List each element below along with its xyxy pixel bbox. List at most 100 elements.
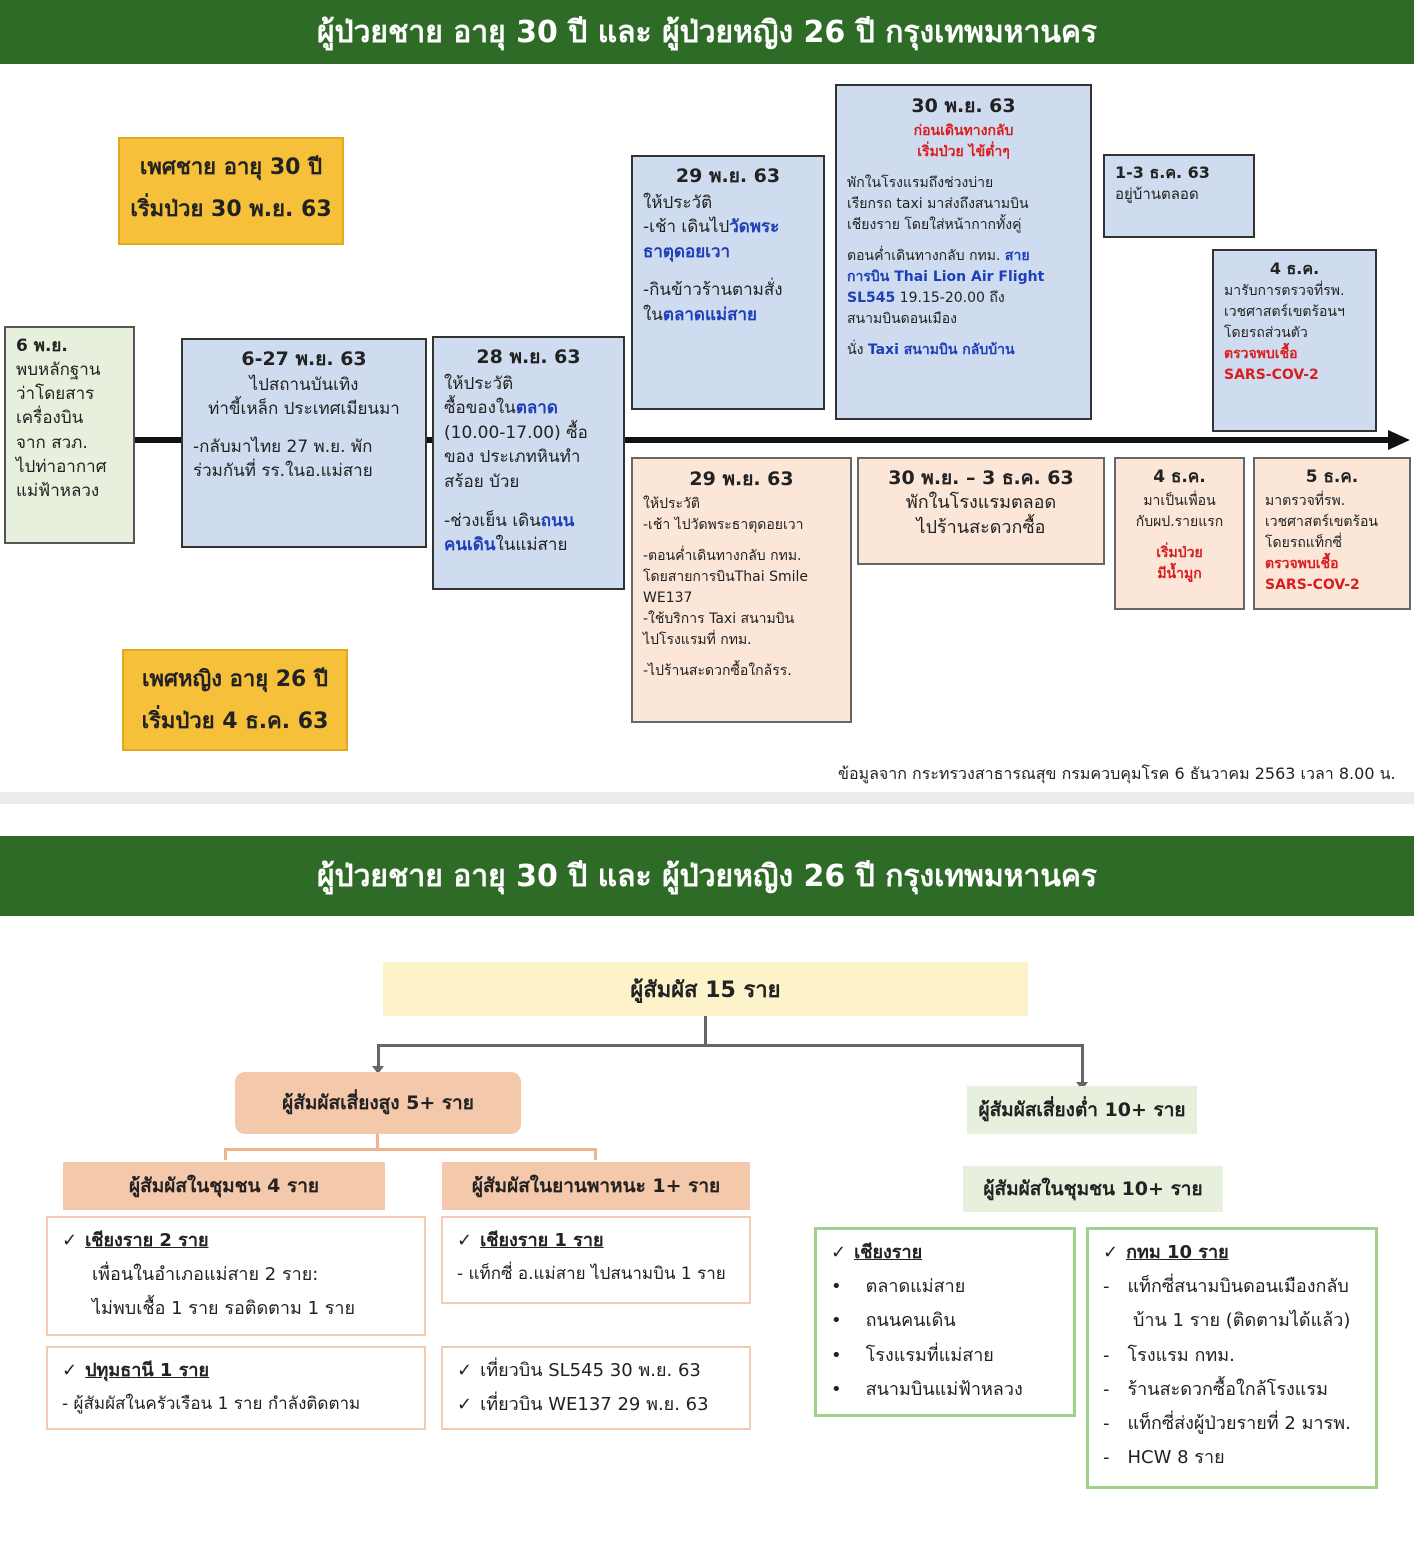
place-item: สนามบินแม่ฟ้าหลวง xyxy=(865,1378,1023,1400)
event-line: ไปโรงแรมที่ กทม. xyxy=(643,631,752,648)
female-tag-line1: เพศหญิง อายุ 26 ปี xyxy=(142,667,328,692)
event-6-nov-line: พบหลักฐาน xyxy=(16,360,101,381)
event-line: ร่วมกันที่ รร.ในอ.แม่สาย xyxy=(193,461,373,482)
low-risk-box: ผู้สัมผัสเสี่ยงต่ำ 10+ ราย xyxy=(967,1086,1197,1134)
event-alert: เริ่มป่วย xyxy=(1156,544,1203,561)
chiangrai-2-box: ✓เชียงราย 2 ราย เพื่อนในอำเภอแม่สาย 2 รา… xyxy=(46,1216,426,1336)
timeline-axis xyxy=(130,437,1392,443)
event-highlight: ถนน xyxy=(540,510,575,531)
event-highlight: การบิน Thai Lion Air Flight xyxy=(847,268,1045,285)
contact-line: - ผู้สัมผัสในครัวเรือน 1 ราย กำลังติดตาม xyxy=(62,1394,361,1415)
event-line: (10.00-17.00) ซื้อ xyxy=(444,422,588,443)
place-item: HCW 8 ราย xyxy=(1127,1447,1225,1469)
event-6-nov-line: แม่ฟ้าหลวง xyxy=(16,480,100,501)
event-line: -ไปร้านสะดวกซื้อใกล้รร. xyxy=(643,662,792,679)
timeline-arrowhead xyxy=(1388,430,1410,450)
event-line: -กินข้าวร้านตามสั่ง xyxy=(643,280,783,301)
male-patient-tag: เพศชาย อายุ 30 ปี เริ่มป่วย 30 พ.ย. 63 xyxy=(118,137,344,245)
event-6-nov-title: 6 พ.ย. xyxy=(16,336,68,356)
event-line: ให้ประวัติ xyxy=(444,373,514,394)
event-6-nov: 6 พ.ย. พบหลักฐาน ว่าโดยสาร เครื่องบิน จา… xyxy=(4,326,135,544)
community-4-box: ผู้สัมผัสในชุมชน 4 ราย xyxy=(63,1162,385,1210)
place-item: ตลาดแม่สาย xyxy=(865,1276,966,1298)
connector xyxy=(1081,1044,1084,1086)
event-29-nov-upper: 29 พ.ย. 63 ให้ประวัติ -เช้า เดินไปวัดพระ… xyxy=(631,155,825,410)
total-contacts-box: ผู้สัมผัส 15 ราย xyxy=(383,962,1028,1016)
event-title: 5 ธ.ค. xyxy=(1305,467,1359,487)
connector xyxy=(376,1134,379,1150)
place-item: โรงแรมที่แม่สาย xyxy=(865,1344,994,1366)
event-title: 29 พ.ย. 63 xyxy=(689,468,794,490)
event-4-dec-lower: 4 ธ.ค. มาเป็นเพื่อน กับผป.รายแรก เริ่มป่… xyxy=(1114,457,1245,610)
event-alert: SARS-COV-2 xyxy=(1265,576,1360,593)
event-6-nov-line: ไปท่าอากาศ xyxy=(16,456,107,477)
event-6-27-nov: 6-27 พ.ย. 63 ไปสถานบันเทิง ท่าขี้เหล็ก ป… xyxy=(181,338,427,548)
check-icon: ✓ xyxy=(62,1230,78,1251)
male-tag-line1: เพศชาย อายุ 30 ปี xyxy=(139,155,323,180)
event-line: พักในโรงแรมถึงช่วงบ่าย xyxy=(847,174,994,191)
event-title: 1-3 ธ.ค. 63 xyxy=(1115,163,1210,182)
contact-line: เพื่อนในอำเภอแม่สาย 2 ราย: xyxy=(92,1264,319,1286)
arrow-tip xyxy=(372,1066,384,1074)
connector xyxy=(224,1148,227,1160)
chiangrai-community-box: ✓เชียงราย •ตลาดแม่สาย •ถนนคนเดิน •โรงแรม… xyxy=(814,1227,1076,1417)
title-banner-top: ผู้ป่วยชาย อายุ 30 ปี และ ผู้ป่วยหญิง 26… xyxy=(0,0,1414,64)
flights-box: ✓เที่ยวบิน SL545 30 พ.ย. 63 ✓เที่ยวบิน W… xyxy=(441,1346,751,1430)
connector xyxy=(377,1044,1084,1047)
event-title: 29 พ.ย. 63 xyxy=(675,165,781,187)
contact-line: ไม่พบเชื้อ 1 ราย รอติดตาม 1 ราย xyxy=(92,1298,356,1320)
event-line: เวชศาสตร์เขตร้อน xyxy=(1265,513,1378,530)
community-10-box: ผู้สัมผัสในชุมชน 10+ ราย xyxy=(963,1166,1223,1212)
event-line: -ตอนค่ำเดินทางกลับ กทม. xyxy=(643,547,802,564)
event-1-3-dec: 1-3 ธ.ค. 63 อยู่บ้านตลอด xyxy=(1103,154,1255,238)
event-title: 4 ธ.ค. xyxy=(1269,259,1320,278)
event-alert: ตรวจพบเชื้อ xyxy=(1265,555,1339,572)
section-divider xyxy=(0,792,1414,804)
chiangrai-1-box: ✓เชียงราย 1 ราย - แท็กซี่ อ.แม่สาย ไปสนา… xyxy=(441,1216,751,1304)
pathumthani-head: ปทุมธานี 1 ราย xyxy=(85,1360,210,1381)
place-item: บ้าน 1 ราย (ติดตามได้แล้ว) xyxy=(1133,1310,1351,1332)
event-4-dec-upper: 4 ธ.ค. มารับการตรวจที่รพ. เวชศาสตร์เขตร้… xyxy=(1212,249,1377,432)
event-alert: เริ่มป่วย ไข้ต่ำๆ xyxy=(917,143,1010,160)
event-line: เชียงราย โดยใส่หน้ากากทั้งคู่ xyxy=(847,216,1022,233)
event-28-nov: 28 พ.ย. 63 ให้ประวัติ ซื้อของในตลาด (10.… xyxy=(432,336,625,590)
connector xyxy=(704,1016,707,1046)
event-6-nov-line: ว่าโดยสาร xyxy=(16,384,95,405)
connector xyxy=(594,1148,597,1160)
male-tag-line2: เริ่มป่วย 30 พ.ย. 63 xyxy=(130,196,332,222)
female-patient-tag: เพศหญิง อายุ 26 ปี เริ่มป่วย 4 ธ.ค. 63 xyxy=(122,649,348,751)
event-highlight: สาย xyxy=(1004,247,1030,264)
check-icon: ✓ xyxy=(1103,1242,1119,1263)
event-line: ท่าขี้เหล็ก ประเทศเมียนมา xyxy=(208,399,400,420)
flight-line: เที่ยวบิน WE137 29 พ.ย. 63 xyxy=(480,1394,709,1416)
event-alert: ตรวจพบเชื้อ xyxy=(1224,346,1298,362)
event-text: ตอนค่ำเดินทางกลับ กทม. xyxy=(847,247,1005,264)
event-text: -ช่วงเย็น เดิน xyxy=(444,510,541,531)
event-line: ไปสถานบันเทิง xyxy=(249,374,359,395)
event-highlight: คนเดิน xyxy=(444,535,496,556)
event-text: -เช้า เดินไป xyxy=(643,217,730,238)
event-6-nov-line: จาก สวภ. xyxy=(16,432,88,453)
event-line: มารับการตรวจที่รพ. xyxy=(1224,283,1345,299)
event-alert: ก่อนเดินทางกลับ xyxy=(913,122,1014,139)
contact-line: - แท็กซี่ อ.แม่สาย ไปสนามบิน 1 ราย xyxy=(457,1264,726,1285)
check-icon: ✓ xyxy=(62,1360,78,1381)
event-line: สร้อย บัวย xyxy=(444,472,520,493)
event-line: โดยรถส่วนตัว xyxy=(1224,325,1308,341)
high-risk-box: ผู้สัมผัสเสี่ยงสูง 5+ ราย xyxy=(235,1072,521,1134)
event-title: 30 พ.ย. – 3 ธ.ค. 63 xyxy=(888,467,1074,489)
event-line: เรียกรถ taxi มาส่งถึงสนามบิน xyxy=(847,195,1029,212)
flight-line: เที่ยวบิน SL545 30 พ.ย. 63 xyxy=(480,1360,701,1381)
event-line: ให้ประวัติ xyxy=(643,495,700,512)
event-29-nov-lower: 29 พ.ย. 63 ให้ประวัติ -เช้า ไปวัดพระธาตุ… xyxy=(631,457,852,723)
connector xyxy=(377,1044,380,1068)
event-line: อยู่บ้านตลอด xyxy=(1115,185,1199,204)
vehicle-box: ผู้สัมผัสในยานพาหนะ 1+ ราย xyxy=(442,1162,750,1210)
event-line: กับผป.รายแรก xyxy=(1135,513,1224,530)
event-30-nov-upper: 30 พ.ย. 63 ก่อนเดินทางกลับ เริ่มป่วย ไข้… xyxy=(835,84,1092,420)
event-text: ในแม่สาย xyxy=(495,535,568,556)
female-tag-line2: เริ่มป่วย 4 ธ.ค. 63 xyxy=(141,708,329,734)
event-title: 6-27 พ.ย. 63 xyxy=(241,348,367,370)
check-icon: ✓ xyxy=(831,1242,847,1263)
check-icon: ✓ xyxy=(457,1360,473,1381)
